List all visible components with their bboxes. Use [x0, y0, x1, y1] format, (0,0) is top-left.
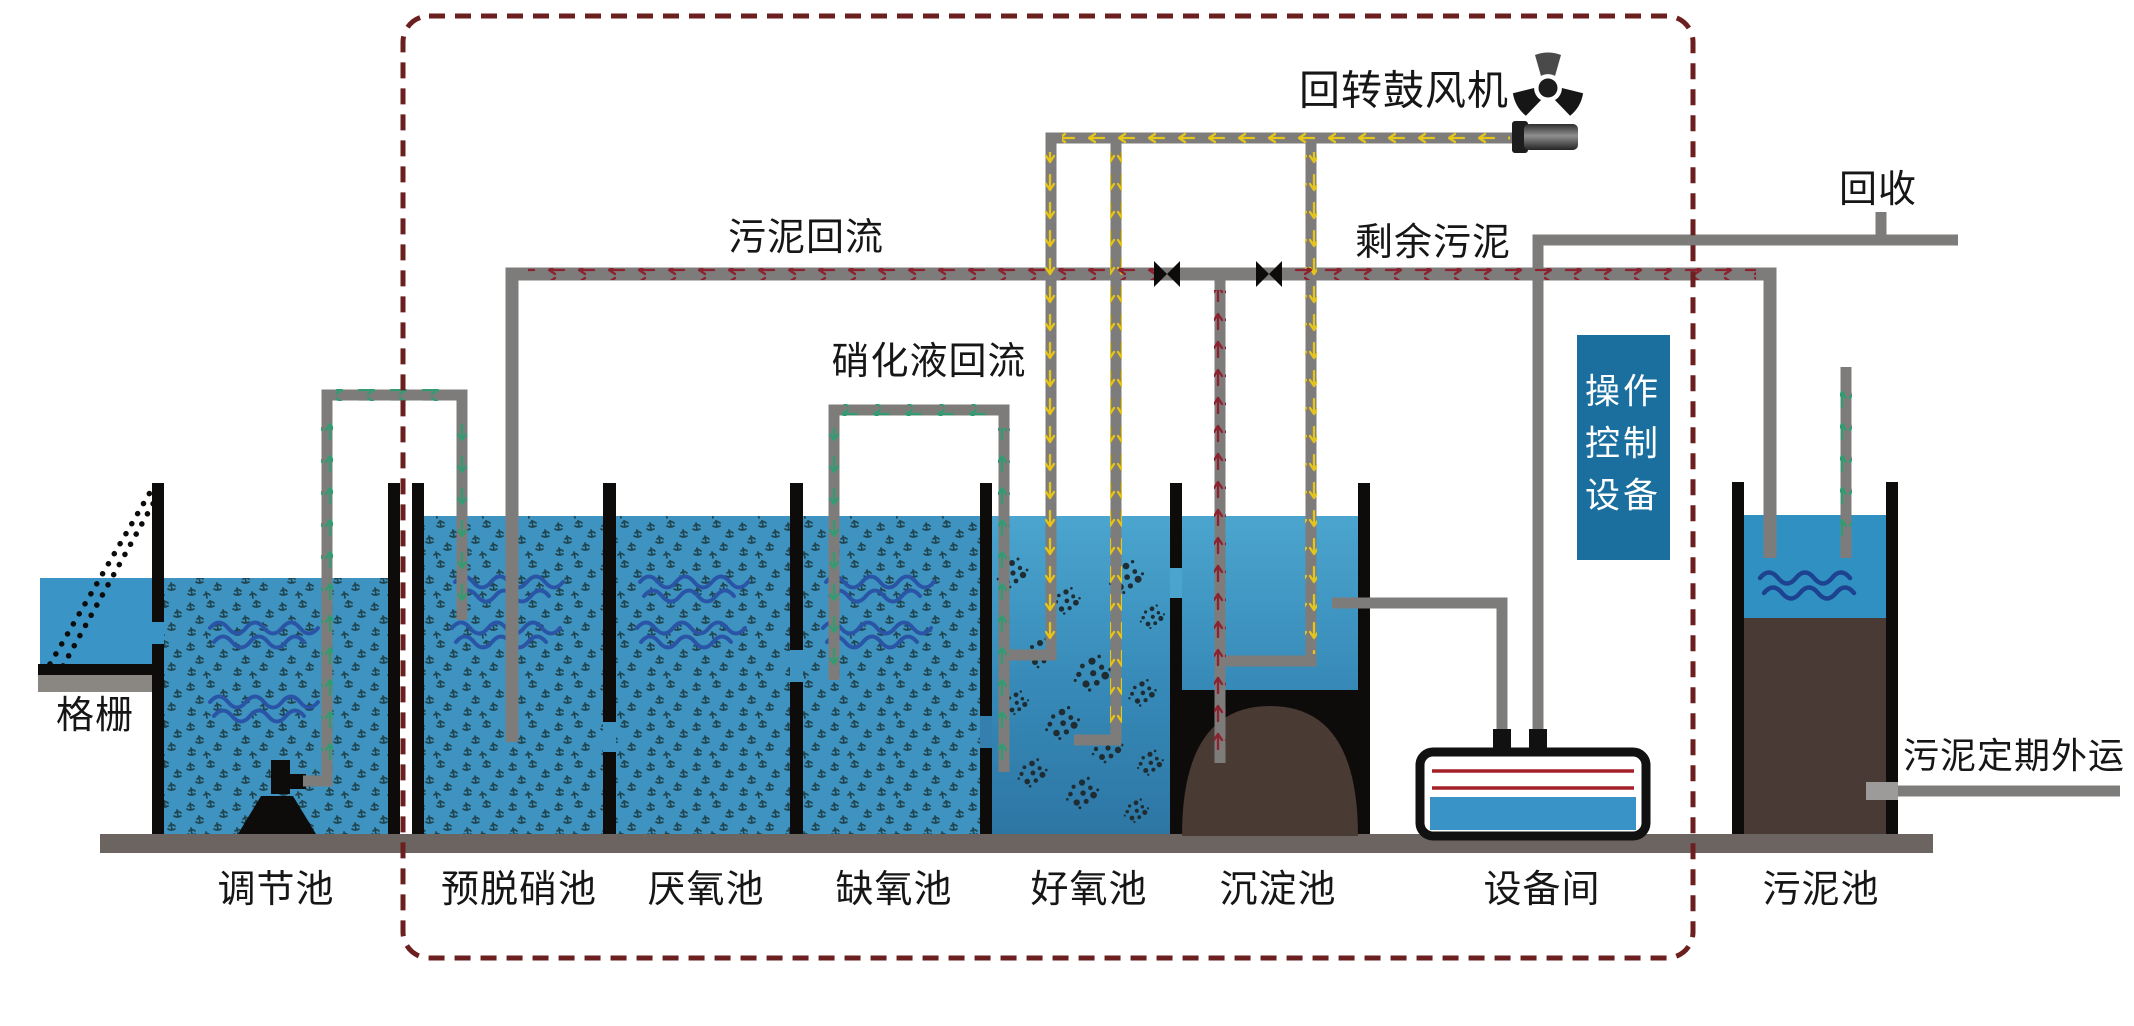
tank-label-anaerobic: 厌氧池 — [647, 869, 765, 911]
tank-label-pre-denitrification: 预脱硝池 — [440, 869, 598, 911]
tank-label-anoxic: 缺氧池 — [835, 869, 953, 911]
ground-line — [100, 834, 1933, 853]
blower-icon — [1512, 52, 1584, 153]
outhaul-connector — [1866, 782, 1898, 800]
effluent-pipe — [1332, 597, 1508, 752]
label-recycle: 回收 — [1838, 169, 1918, 211]
dashed-boundary — [400, 13, 1696, 961]
control-box-line-1: 操作 — [1584, 372, 1662, 412]
label-sludge-return: 污泥回流 — [727, 217, 885, 259]
tank-label-aerobic: 好氧池 — [1030, 869, 1148, 911]
label-bar-screen: 格栅 — [55, 695, 135, 737]
label-nitrified-return: 硝化液回流 — [831, 341, 1027, 383]
control-box-line-2: 控制 — [1584, 424, 1662, 464]
tank-sedimentation — [1182, 516, 1358, 836]
flow-arrows — [321, 132, 1852, 774]
recycle-pipe — [1532, 234, 1958, 752]
inlet-channel — [38, 578, 164, 692]
control-box — [1577, 335, 1670, 560]
wall-openings — [152, 568, 1182, 752]
label-blower: 回转鼓风机 — [1299, 67, 1509, 114]
equipment-machine — [1415, 729, 1651, 841]
bar-screen-icon — [47, 486, 162, 669]
control-box-line-3: 设备 — [1584, 476, 1662, 516]
label-excess-sludge: 剩余污泥 — [1354, 222, 1512, 264]
valve-icon-left — [1154, 261, 1180, 287]
label-sludge-outhaul: 污泥定期外运 — [1902, 735, 2126, 776]
tank-label-regulation: 调节池 — [217, 869, 335, 911]
valve-icon-right — [1256, 261, 1282, 287]
valve-icons — [1154, 261, 1282, 287]
tank-label-sedimentation: 沉淀池 — [1219, 869, 1337, 911]
tank-label-sludge: 污泥池 — [1762, 869, 1880, 911]
tank-sludge — [1744, 515, 1886, 834]
tank-label-equipment-room: 设备间 — [1483, 869, 1601, 911]
tank-regulation — [163, 578, 388, 834]
submersible-pump-icon — [238, 760, 316, 834]
tank-aerobic — [992, 516, 1170, 834]
